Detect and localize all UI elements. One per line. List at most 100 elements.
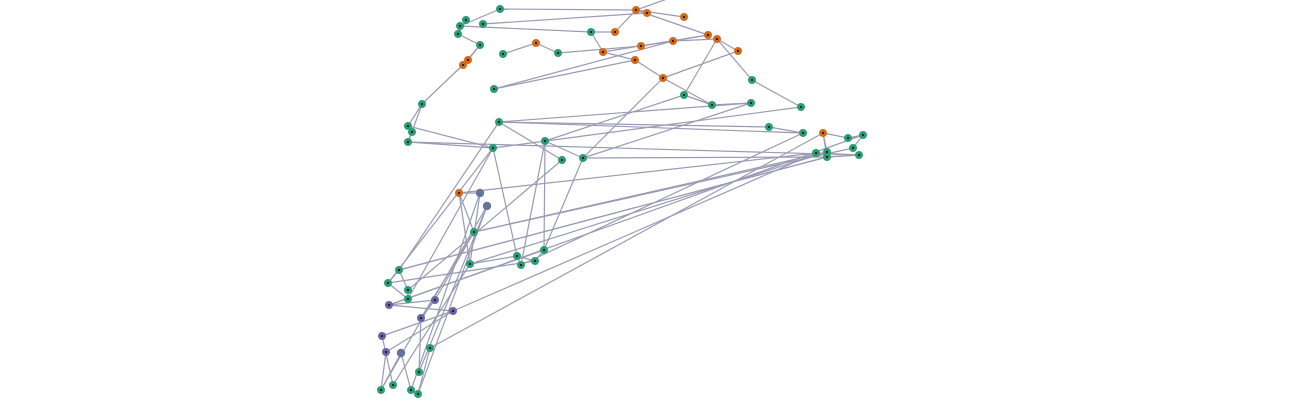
- node-center-dot: [498, 7, 502, 11]
- graph-edge: [380, 351, 387, 391]
- graph-node-green: [495, 118, 503, 126]
- node-center-dot: [645, 11, 649, 15]
- graph-edge: [502, 42, 537, 55]
- graph-edge: [469, 255, 518, 265]
- graph-node-green: [799, 129, 807, 137]
- node-center-dot: [409, 388, 413, 392]
- graph-node-green: [456, 22, 464, 30]
- graph-edge: [683, 94, 713, 106]
- node-center-dot: [801, 131, 805, 135]
- graph-node-green: [454, 30, 462, 38]
- graph-node-green: [823, 148, 831, 156]
- node-center-dot: [406, 140, 410, 144]
- node-center-dot: [682, 93, 686, 97]
- graph-node-green: [377, 386, 385, 394]
- node-center-dot: [492, 87, 496, 91]
- graph-edge: [582, 102, 752, 159]
- graph-node-slate: [482, 201, 492, 211]
- graph-edge: [381, 310, 454, 337]
- node-center-dot: [519, 263, 523, 267]
- node-circle: [482, 201, 492, 211]
- node-center-dot: [457, 191, 461, 195]
- graph-edge: [473, 151, 828, 233]
- node-center-dot: [410, 130, 414, 134]
- graph-edge: [458, 192, 475, 233]
- node-center-dot: [633, 58, 637, 62]
- node-center-dot: [458, 24, 462, 28]
- node-center-dot: [749, 101, 753, 105]
- node-center-dot: [581, 156, 585, 160]
- graph-node-green: [462, 16, 470, 24]
- graph-edge: [499, 8, 637, 11]
- node-center-dot: [543, 139, 547, 143]
- graph-edge: [498, 121, 770, 128]
- graph-node-green: [408, 128, 416, 136]
- graph-edge: [429, 132, 824, 349]
- graph-node-purple: [382, 348, 390, 356]
- node-center-dot: [478, 43, 482, 47]
- graph-edge: [388, 134, 864, 306]
- graph-edge: [498, 121, 563, 161]
- node-center-dot: [406, 288, 410, 292]
- graph-edge: [407, 141, 494, 149]
- node-center-dot: [464, 18, 468, 22]
- graph-node-green: [844, 134, 852, 142]
- graph-edge: [582, 77, 664, 159]
- graph-node-purple: [385, 301, 393, 309]
- graph-edge: [826, 154, 860, 158]
- node-center-dot: [601, 50, 605, 54]
- graph-node-green: [404, 122, 412, 130]
- graph-edge: [417, 347, 431, 395]
- graph-edge: [683, 38, 718, 96]
- node-center-dot: [857, 153, 861, 157]
- graph-edge: [635, 0, 667, 11]
- graph-edge: [387, 282, 409, 300]
- node-center-dot: [846, 136, 850, 140]
- node-center-dot: [468, 262, 472, 266]
- node-center-dot: [533, 259, 537, 263]
- graph-node-green: [855, 151, 863, 159]
- node-center-dot: [671, 39, 675, 43]
- node-center-dot: [406, 124, 410, 128]
- node-center-dot: [515, 254, 519, 258]
- graph-node-purple: [378, 332, 386, 340]
- nodes-layer: [377, 5, 867, 398]
- graph-node-orange: [659, 74, 667, 82]
- graph-node-green: [579, 154, 587, 162]
- graph-edge: [822, 132, 849, 139]
- graph-edge: [459, 25, 592, 33]
- node-center-dot: [710, 103, 714, 107]
- graph-node-green: [466, 260, 474, 268]
- node-center-dot: [542, 248, 546, 252]
- node-center-dot: [481, 22, 485, 26]
- graph-node-green: [414, 390, 422, 398]
- graph-edge: [768, 126, 804, 134]
- node-center-dot: [736, 49, 740, 53]
- graph-node-purple: [449, 307, 457, 315]
- node-center-dot: [472, 230, 476, 234]
- graph-node-green: [849, 144, 857, 152]
- node-center-dot: [682, 15, 686, 19]
- node-center-dot: [767, 125, 771, 129]
- graph-node-green: [389, 381, 397, 389]
- node-center-dot: [387, 303, 391, 307]
- node-center-dot: [397, 268, 401, 272]
- graph-edge: [543, 140, 546, 251]
- graph-node-green: [812, 149, 820, 157]
- graph-node-green: [765, 123, 773, 131]
- node-center-dot: [851, 146, 855, 150]
- graph-node-green: [554, 49, 562, 57]
- graph-node-orange: [455, 189, 463, 197]
- graph-edge: [492, 147, 518, 257]
- graph-node-green: [404, 138, 412, 146]
- node-center-dot: [384, 350, 388, 354]
- graph-node-green: [479, 20, 487, 28]
- graph-node-green: [531, 257, 539, 265]
- graph-node-green: [395, 266, 403, 274]
- graph-edge: [457, 33, 481, 46]
- graph-node-orange: [643, 9, 651, 17]
- node-center-dot: [825, 155, 829, 159]
- node-center-dot: [821, 131, 825, 135]
- node-center-dot: [750, 78, 754, 82]
